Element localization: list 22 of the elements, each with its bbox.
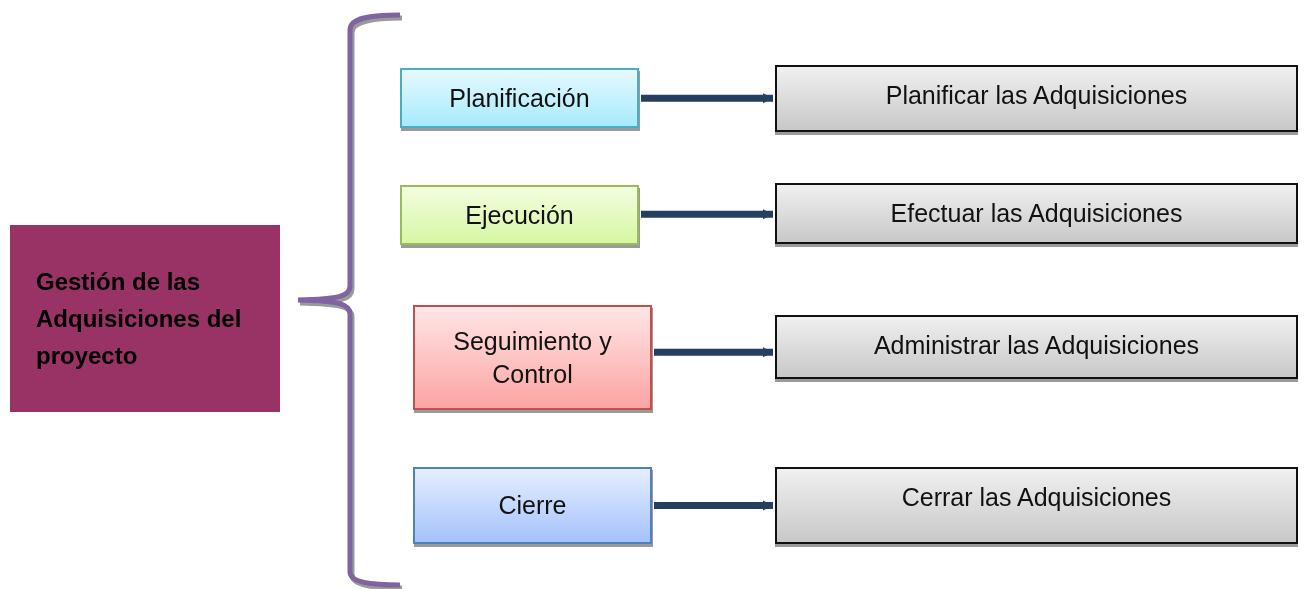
- node-label: Planificación: [449, 82, 590, 114]
- phase-box: [400, 185, 639, 245]
- process-box: [775, 65, 1298, 132]
- phase-box: [413, 305, 652, 410]
- node-label: Gestión de las Adquisiciones del proyecto: [36, 266, 243, 372]
- phase-box: [413, 467, 652, 544]
- arrow: [654, 500, 773, 511]
- node-label: Efectuar las Adquisiciones: [890, 198, 1183, 229]
- node-label: Planificar las Adquisiciones: [885, 80, 1188, 111]
- node-label: Cierre: [498, 490, 567, 522]
- node-label: Administrar las Adquisiciones: [873, 330, 1200, 361]
- arrow: [641, 93, 773, 104]
- phase-box: [400, 68, 639, 128]
- topic-box: [10, 225, 280, 412]
- arrow: [654, 347, 773, 358]
- node-label: Ejecución: [465, 199, 574, 231]
- process-box: [775, 183, 1298, 244]
- process-box: [775, 315, 1298, 379]
- node-label: Seguimiento y Control: [452, 326, 613, 390]
- node-label: Cerrar las Adquisiciones: [901, 482, 1172, 513]
- process-box: [775, 467, 1298, 544]
- arrow: [641, 209, 773, 220]
